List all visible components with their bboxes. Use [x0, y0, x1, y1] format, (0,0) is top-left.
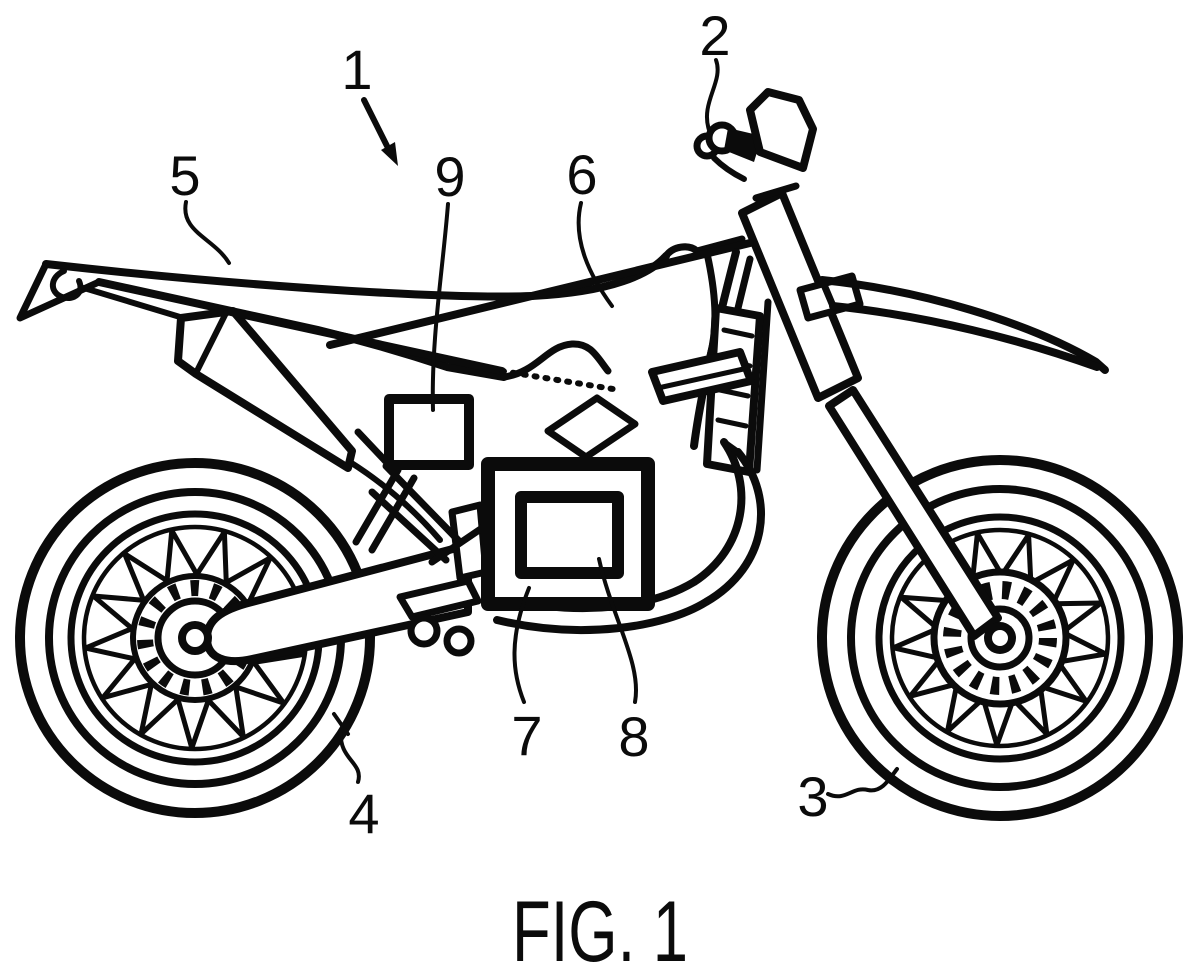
ref-numeral-2: 2 [699, 4, 730, 67]
seat-underside-wave [500, 340, 612, 381]
front-number-plate [746, 88, 817, 172]
ref-numeral-9: 9 [434, 145, 465, 208]
leader-4 [332, 712, 361, 784]
frame-brace-lines [352, 428, 492, 566]
radiator-side-line [753, 298, 772, 474]
cylinder-fin [655, 365, 751, 391]
rear-tire-outer [15, 458, 375, 818]
front-tire-inner [847, 485, 1153, 791]
figure-caption: FIG. 1 [512, 884, 688, 978]
fender-tire-line [347, 459, 443, 543]
leader-5 [183, 200, 231, 265]
exhaust-outer [493, 448, 766, 634]
front-rim-outer [875, 513, 1125, 763]
ref-numeral-4: 4 [348, 782, 379, 845]
frame-tube-lower [227, 308, 506, 375]
triple-clamp-line [752, 182, 800, 202]
leader-7 [512, 586, 531, 704]
frame-tube-upper [326, 239, 754, 349]
reference-numerals: 1 2 3 4 5 6 7 8 9 [169, 4, 828, 845]
tail-inner-line [81, 285, 193, 323]
component-8-box [515, 491, 624, 579]
leader-6 [576, 201, 614, 308]
seat-top-line [42, 252, 670, 301]
leader-lines [183, 58, 899, 799]
front-tire-outer [817, 455, 1183, 821]
front-fender-top [818, 276, 1109, 374]
front-fender-bottom [829, 302, 1101, 371]
bodywork-frame [16, 88, 1109, 634]
tail-hook [49, 268, 84, 301]
front-fender-left-edge [818, 276, 837, 310]
component-boxes [384, 394, 655, 611]
tail-tip [16, 260, 103, 322]
leader-arrow-1-shaft [361, 97, 390, 149]
front-fork [738, 189, 1016, 654]
leader-3 [826, 767, 899, 799]
leader-8 [597, 557, 638, 704]
footpeg-roller-left [407, 614, 441, 648]
ref-numeral-6: 6 [566, 143, 597, 206]
leader-9 [430, 202, 450, 412]
component-9-box [384, 394, 474, 470]
airbox [544, 394, 639, 461]
footpeg-roller-right [443, 625, 475, 657]
leader-2 [705, 58, 720, 132]
footpeg-bracket [396, 577, 482, 621]
front-rotor-pattern [943, 581, 1057, 695]
ref-numeral-8: 8 [618, 705, 649, 768]
frame-tube-dotted [499, 368, 616, 392]
swingarm [178, 501, 490, 666]
rear-axle-center [186, 629, 204, 647]
exhaust-header [721, 439, 741, 455]
side-panel-inner-line [194, 310, 229, 374]
front-axle-center [992, 630, 1008, 646]
leader-arrow-1-head [381, 142, 398, 166]
fuel-cap-bump [662, 235, 746, 260]
ref-numeral-7: 7 [511, 704, 542, 767]
ref-numeral-3: 3 [797, 765, 828, 828]
front-rim-inner [889, 527, 1111, 749]
ref-numeral-5: 5 [169, 144, 200, 207]
brake-lever [711, 155, 747, 182]
fork-lower-slider [825, 386, 1002, 640]
ref-numeral-1: 1 [341, 38, 372, 101]
